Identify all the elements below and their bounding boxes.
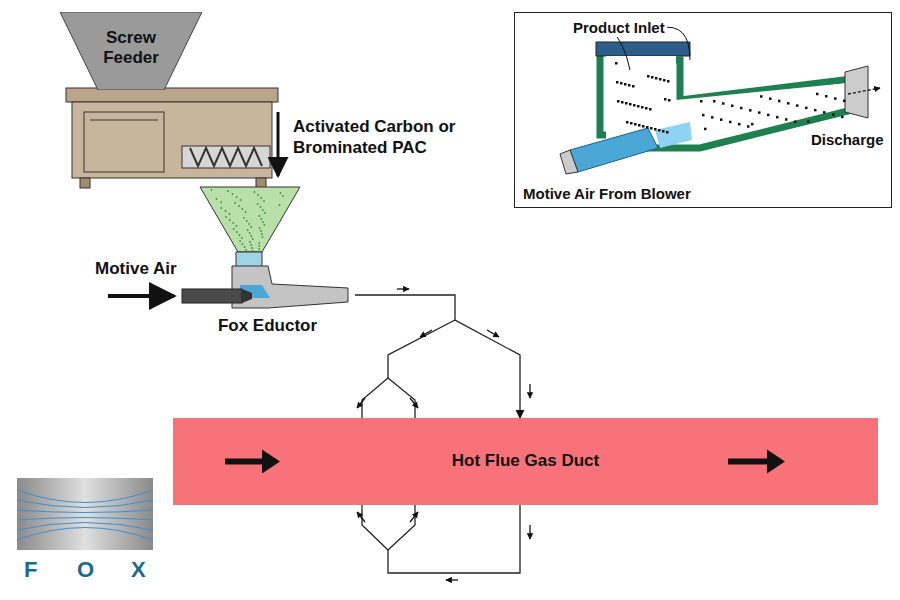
flow-direction-arrow: [225, 450, 280, 474]
node-label: Product Inlet: [571, 19, 667, 37]
node-label: Hot Flue Gas Duct: [452, 451, 599, 471]
eductor: Fox Eductor: [180, 248, 355, 338]
logo-letter: O: [77, 556, 97, 584]
air-label: Motive Air: [95, 258, 205, 279]
logo-letter: X: [131, 556, 151, 584]
feed-line: [355, 295, 520, 418]
feed-arrow: [277, 112, 280, 176]
node-label: Screw Feeder: [78, 28, 184, 69]
flow-direction-arrow: [728, 450, 785, 474]
node-label: Discharge: [809, 131, 886, 149]
air-arrow: [108, 294, 174, 298]
node-label: Fox Eductor: [218, 316, 317, 336]
node-label: Motive Air From Blower: [521, 185, 693, 203]
feeder-hopper: Screw Feeder: [60, 12, 202, 90]
inset-panel: Product InletDischargeMotive Air From Bl…: [514, 12, 892, 208]
feeder-body: [66, 88, 278, 188]
fox-logo: [17, 478, 153, 550]
flue-gas-duct: Hot Flue Gas Duct: [173, 418, 878, 505]
eductor-cutaway: [560, 27, 880, 174]
logo-letter: F: [24, 556, 44, 584]
material-label: Activated Carbon or Brominated PAC: [293, 116, 493, 159]
eductor-body: [182, 266, 348, 308]
